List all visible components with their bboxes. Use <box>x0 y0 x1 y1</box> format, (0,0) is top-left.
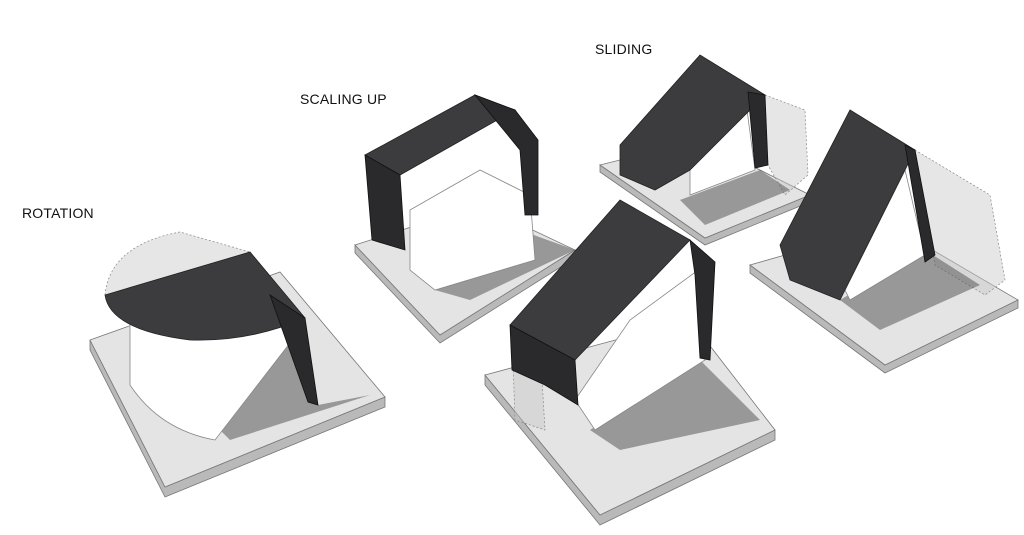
rotation-model <box>89 231 386 498</box>
sliding-model <box>599 54 811 246</box>
a-frame-model <box>749 109 1019 374</box>
center-model <box>484 199 776 526</box>
label-scaling-up: SCALING UP <box>300 91 387 107</box>
label-rotation: ROTATION <box>22 205 94 221</box>
label-sliding: SLIDING <box>595 41 653 57</box>
scaling-up-model <box>354 94 576 344</box>
